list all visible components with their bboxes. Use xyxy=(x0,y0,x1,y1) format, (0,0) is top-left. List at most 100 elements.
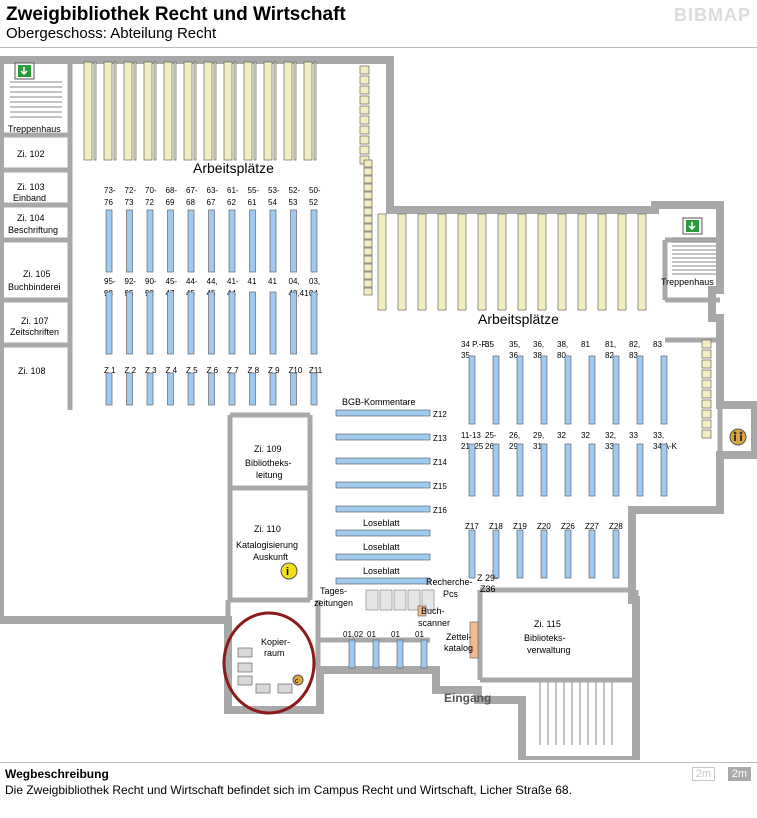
label-bgb-kommentare: BGB-Kommentare xyxy=(342,397,416,407)
bookshelf xyxy=(146,372,154,406)
bookshelf xyxy=(146,209,154,273)
bookshelf xyxy=(228,291,236,355)
shelf-label: 72 xyxy=(145,198,154,207)
svg-text:i: i xyxy=(286,566,289,578)
bookshelf xyxy=(588,443,596,497)
shelf-label: 36, xyxy=(533,340,544,349)
card-catalog xyxy=(469,621,479,659)
work-desk-chair xyxy=(253,61,257,161)
bookshelf xyxy=(468,355,476,425)
shelf-label: 01,02 xyxy=(343,630,364,639)
work-desk xyxy=(701,419,712,429)
shelf-label: Z 8 xyxy=(248,366,260,375)
room-label-treppenhaus-left: Treppenhaus xyxy=(8,124,61,134)
shelf-label: Z 3 xyxy=(145,366,157,375)
shelf-label: 35 xyxy=(485,340,494,349)
work-desk-chair xyxy=(93,61,97,161)
room-label-zi110-line2: Katalogisierung xyxy=(236,540,298,550)
work-desk-chair xyxy=(213,61,217,161)
bookshelf xyxy=(335,457,431,465)
room-label-zi103: Zi. 103 xyxy=(17,182,45,192)
room-label-zi109: Zi. 109 xyxy=(254,444,282,454)
bookshelf xyxy=(564,443,572,497)
shelf-label: 73- xyxy=(104,186,116,195)
shelf-label: 83 xyxy=(653,340,662,349)
bookshelf xyxy=(588,355,596,425)
work-desk xyxy=(359,115,370,125)
shelf-label: 44- xyxy=(186,277,198,286)
work-desk xyxy=(701,409,712,419)
work-desk xyxy=(617,213,627,311)
bookshelf xyxy=(612,355,620,425)
shelf-label: Z11 xyxy=(309,366,323,375)
copier xyxy=(277,683,293,694)
shelf-label: 35 xyxy=(461,351,470,360)
shelf-label: 68 xyxy=(186,198,195,207)
bookshelf xyxy=(105,209,113,273)
shelf-label: 90- xyxy=(145,277,157,286)
shelf-label: 26 xyxy=(485,442,494,451)
bookshelf xyxy=(420,639,428,669)
work-desk-chair xyxy=(233,61,237,161)
footer-title: Wegbeschreibung xyxy=(5,767,109,781)
bookshelf xyxy=(516,355,524,425)
label-tageszeitungen-line2: zeitungen xyxy=(314,598,353,608)
shelf-label: 76 xyxy=(104,198,113,207)
shelf-label: 92- xyxy=(125,277,137,286)
shelf-label: 35, xyxy=(509,340,520,349)
bookshelf xyxy=(540,355,548,425)
work-desk-chair xyxy=(153,61,157,161)
shelf-label: 81 xyxy=(581,340,590,349)
label-recherche-pcs-line2: Pcs xyxy=(443,589,459,599)
copier-coin-icon: c xyxy=(292,674,304,686)
scale-toggle-active[interactable]: 2m xyxy=(727,767,751,781)
page-subtitle: Obergeschoss: Abteilung Recht xyxy=(6,25,217,42)
shelf-label: 34 P.-R. xyxy=(461,340,489,349)
label-z36: Z36 xyxy=(480,584,496,594)
shelf-label: 41 xyxy=(268,277,277,286)
book-scanner xyxy=(417,605,427,617)
room-label-zi109-line3: leitung xyxy=(256,470,283,480)
room-label-zi103-name: Einband xyxy=(13,193,46,203)
work-desk xyxy=(497,213,507,311)
computer-workstation xyxy=(379,589,393,611)
room-label-zi108: Zi. 108 xyxy=(18,366,46,376)
emergency-exit-icon xyxy=(14,62,35,80)
work-desk xyxy=(417,213,427,311)
shelf-label: 40,41 xyxy=(289,289,310,298)
scale-toggle-inactive[interactable]: 2m xyxy=(691,767,715,781)
shelf-label: 81, xyxy=(605,340,616,349)
bookshelf xyxy=(516,529,524,579)
room-label-kopierraum: Kopier- xyxy=(261,637,290,647)
bookshelf xyxy=(167,372,174,406)
bookshelf xyxy=(208,372,215,406)
bookshelf xyxy=(612,443,620,497)
work-desk xyxy=(363,207,373,216)
bookshelf xyxy=(105,291,113,355)
work-desk xyxy=(457,213,467,311)
label-tageszeitungen: Tages- xyxy=(320,586,347,596)
bookshelf xyxy=(492,443,500,497)
bookshelf xyxy=(564,355,572,425)
shelf-label: 38 xyxy=(533,351,542,360)
shelf-label: 95- xyxy=(104,277,116,286)
work-desk-chair xyxy=(293,61,297,161)
work-desk xyxy=(701,379,712,389)
bookshelf xyxy=(167,209,174,273)
shelf-label: 67- xyxy=(186,186,198,195)
shelf-label: Z10 xyxy=(289,366,303,375)
work-desk xyxy=(359,135,370,145)
label-buchscanner-line2: scanner xyxy=(418,618,450,628)
computer-workstation xyxy=(407,589,421,611)
bookshelf xyxy=(290,291,297,355)
shelf-label: 53- xyxy=(268,186,280,195)
highlight-circle xyxy=(222,611,316,715)
toilet-icon xyxy=(729,428,747,446)
work-desk xyxy=(363,215,373,224)
work-desk xyxy=(701,399,712,409)
work-desk xyxy=(359,105,370,115)
shelf-label: 50- xyxy=(309,186,321,195)
bookshelf xyxy=(335,553,431,561)
bookshelf xyxy=(228,372,236,406)
footer-description: Die Zweigbibliothek Recht und Wirtschaft… xyxy=(5,783,572,797)
